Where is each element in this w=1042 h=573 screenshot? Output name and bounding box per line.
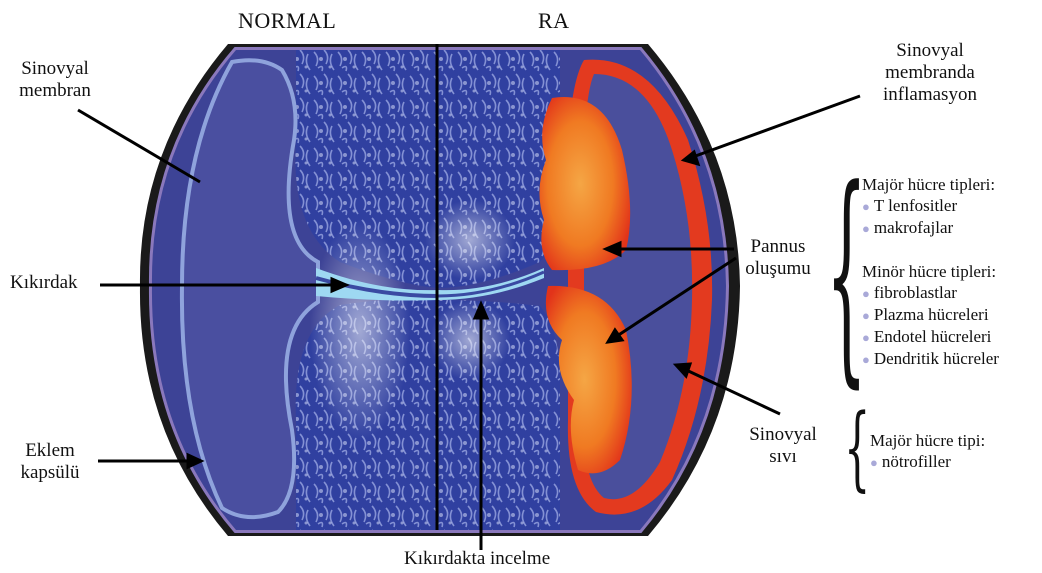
label-kikirdak: Kıkırdak [10, 272, 78, 294]
label-membranda-inflamasyon: Sinovyal membranda inflamasyon [860, 40, 1000, 106]
label-pannus-olusumu: Pannus oluşumu [738, 236, 818, 280]
brace-pannus-cells: { [826, 160, 867, 390]
list-item: ●fibroblastlar [862, 282, 999, 304]
list-item: ●Endotel hücreleri [862, 326, 999, 348]
header-ra: RA [538, 8, 570, 34]
list-item: ●T lenfositler [862, 195, 999, 217]
label-sinovyal-sivi: Sinovyal sıvı [738, 424, 828, 468]
label-eklem-kapsulu: Eklem kapsülü [10, 440, 90, 484]
list-item: ●Dendritik hücreler [862, 348, 999, 370]
label-sinovyal-membran: Sinovyal membran [10, 58, 100, 102]
minor-cell-title: Minör hücre tipleri: [862, 261, 999, 282]
major-cell-title: Majör hücre tipleri: [862, 174, 999, 195]
brace-fluid-cells: { [844, 402, 870, 494]
list-item: ●nötrofiller [870, 451, 985, 473]
header-normal: NORMAL [238, 8, 336, 34]
fluid-cell-title: Majör hücre tipi: [870, 430, 985, 451]
label-kikirdakta-incelme: Kıkırdakta incelme [404, 548, 550, 570]
list-item: ●makrofajlar [862, 217, 999, 239]
cell-types-fluid: Majör hücre tipi: ●nötrofiller [870, 430, 985, 473]
cell-types-pannus: Majör hücre tipleri: ●T lenfositler ●mak… [862, 174, 999, 370]
list-item: ●Plazma hücreleri [862, 304, 999, 326]
